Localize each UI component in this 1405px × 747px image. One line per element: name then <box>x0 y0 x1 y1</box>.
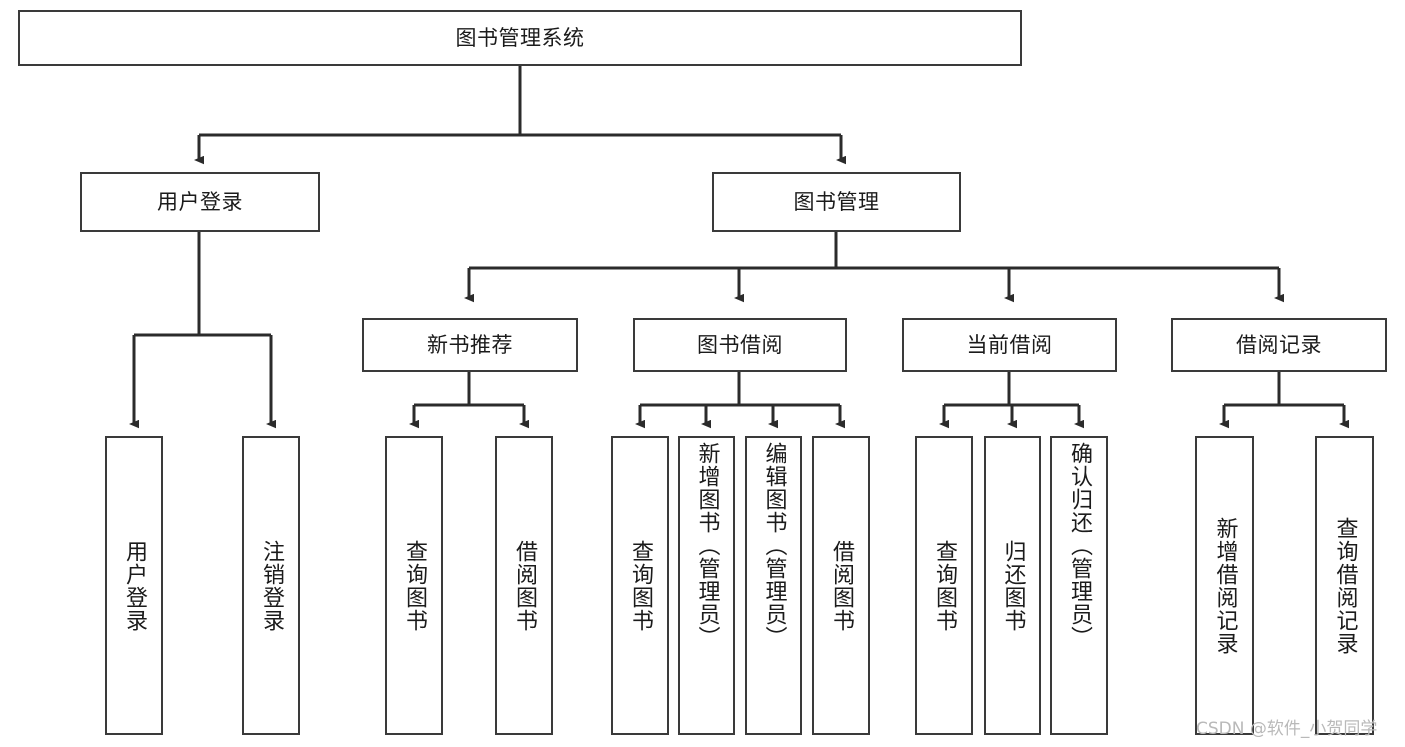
node-label: 查询图书 <box>931 539 957 632</box>
node-label: 查询借阅记录 <box>1332 516 1358 655</box>
node-label: 编辑图书（管理员） <box>761 442 787 649</box>
leaf-current-return-book[interactable]: 归还图书 <box>984 436 1041 735</box>
node-label: 新书推荐 <box>427 332 513 357</box>
node-book-borrow[interactable]: 图书借阅 <box>633 318 847 372</box>
node-label: 图书借阅 <box>697 332 783 357</box>
node-book-management[interactable]: 图书管理 <box>712 172 961 232</box>
leaf-current-query-book[interactable]: 查询图书 <box>915 436 973 735</box>
node-label: 图书管理系统 <box>455 25 585 50</box>
leaf-user-login-logout[interactable]: 注销登录 <box>242 436 300 735</box>
leaf-user-login-login[interactable]: 用户登录 <box>105 436 163 735</box>
leaf-record-add-record[interactable]: 新增借阅记录 <box>1195 436 1254 735</box>
leaf-borrow-borrow-book[interactable]: 借阅图书 <box>812 436 870 735</box>
node-label: 借阅记录 <box>1236 332 1322 357</box>
node-label: 当前借阅 <box>966 332 1053 357</box>
node-borrow-record[interactable]: 借阅记录 <box>1171 318 1387 372</box>
node-label: 注销登录 <box>258 539 284 632</box>
leaf-recommend-query-book[interactable]: 查询图书 <box>385 436 443 735</box>
node-label: 归还图书 <box>1000 539 1026 632</box>
node-label: 用户登录 <box>121 539 147 632</box>
node-label: 图书管理 <box>793 189 880 214</box>
node-label: 查询图书 <box>401 539 427 632</box>
node-label: 用户登录 <box>157 189 243 214</box>
leaf-borrow-add-book-admin[interactable]: 新增图书（管理员） <box>678 436 735 735</box>
node-label: 新增图书（管理员） <box>694 442 720 649</box>
leaf-current-confirm-return-admin[interactable]: 确认归还（管理员） <box>1050 436 1108 735</box>
node-label: 确认归还（管理员） <box>1066 442 1092 649</box>
leaf-recommend-borrow-book[interactable]: 借阅图书 <box>495 436 553 735</box>
node-new-book-recommend[interactable]: 新书推荐 <box>362 318 578 372</box>
node-current-borrow[interactable]: 当前借阅 <box>902 318 1117 372</box>
node-root-system[interactable]: 图书管理系统 <box>18 10 1022 66</box>
leaf-borrow-query-book[interactable]: 查询图书 <box>611 436 669 735</box>
node-label: 借阅图书 <box>511 539 537 632</box>
node-label: 新增借阅记录 <box>1212 516 1238 655</box>
leaf-borrow-edit-book-admin[interactable]: 编辑图书（管理员） <box>745 436 802 735</box>
node-label: 借阅图书 <box>828 539 854 632</box>
leaf-record-query-record[interactable]: 查询借阅记录 <box>1315 436 1374 735</box>
node-label: 查询图书 <box>627 539 653 632</box>
node-user-login[interactable]: 用户登录 <box>80 172 320 232</box>
watermark: CSDN @软件_小贺同学 <box>1196 719 1378 739</box>
